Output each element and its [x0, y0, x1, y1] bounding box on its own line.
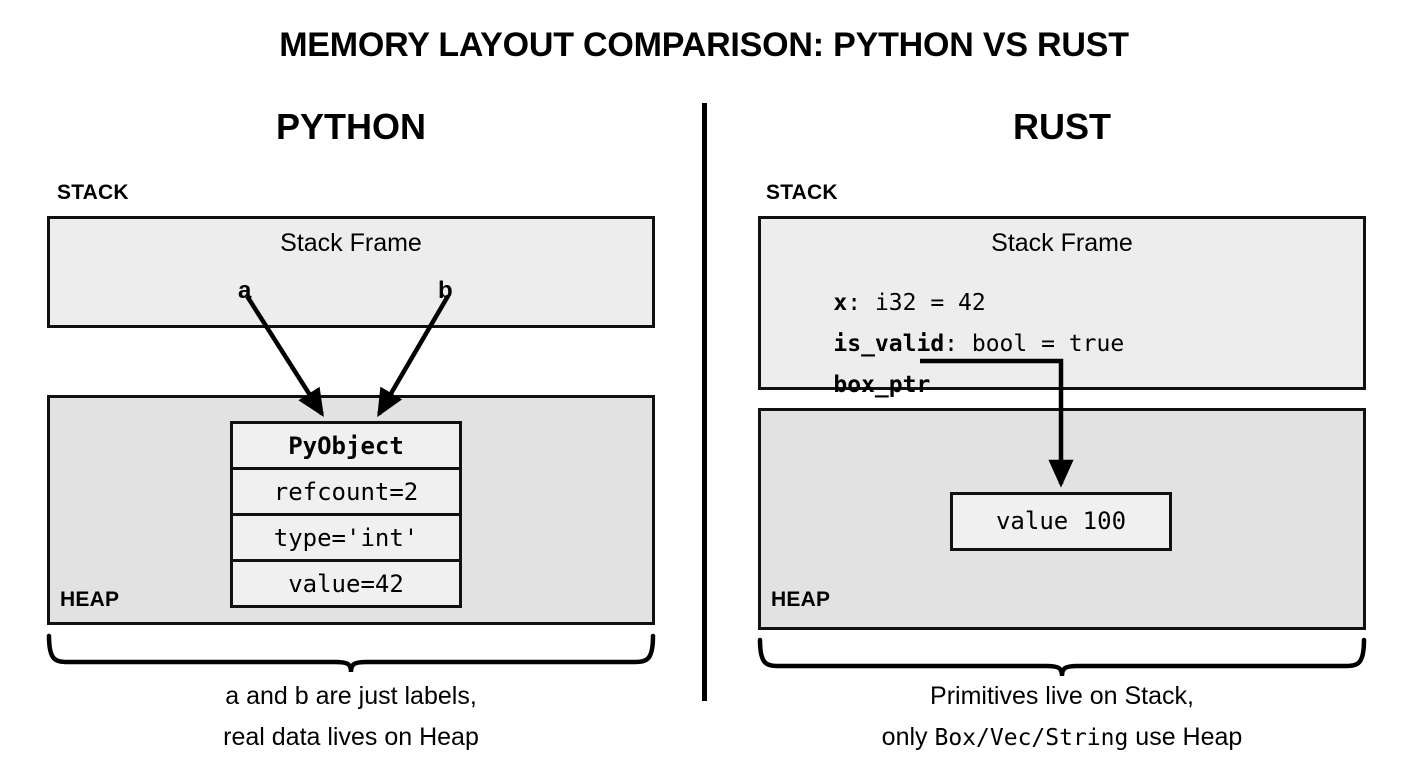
- python-bottom-brace: [46, 633, 656, 673]
- rust-stack-frame-title: Stack Frame: [991, 229, 1133, 257]
- rust-var-rest-x: : i32 = 42: [847, 290, 986, 316]
- rust-heading: RUST: [1013, 106, 1111, 147]
- rust-stack-label: STACK: [766, 181, 838, 204]
- rust-bottom-brace: [757, 637, 1367, 677]
- rust-caption-pre: only: [881, 723, 935, 751]
- rust-caption-line-2: only Box/Vec/String use Heap: [758, 717, 1366, 759]
- python-caption-line-1: a and b are just labels,: [225, 682, 477, 710]
- python-var-a: a: [238, 277, 252, 304]
- rust-heap-value-box: value 100: [950, 492, 1172, 551]
- python-stack-region: Stack Frame: [47, 216, 655, 328]
- rust-var-name-x: x: [833, 290, 848, 316]
- python-heap-label: HEAP: [60, 588, 120, 611]
- rust-var-rest-is-valid: : bool = true: [944, 331, 1125, 357]
- vertical-divider: [702, 103, 707, 701]
- rust-caption-mono: Box/Vec/String: [934, 725, 1129, 751]
- rust-var-name-is-valid: is_valid: [833, 331, 945, 357]
- pyobject-field-type: type='int': [233, 516, 459, 562]
- rust-caption-post: use Heap: [1128, 723, 1243, 751]
- rust-code-line-box-ptr: box_ptr: [778, 346, 930, 424]
- python-heading: PYTHON: [275, 106, 426, 147]
- rust-code-line-x: x: i32 = 42: [778, 264, 986, 342]
- python-caption-line-2: real data lives on Heap: [223, 723, 479, 751]
- pyobject-struct: PyObject refcount=2 type='int' value=42: [230, 421, 462, 608]
- python-stack-label: STACK: [57, 181, 129, 204]
- python-stack-frame-title: Stack Frame: [280, 229, 422, 257]
- pyobject-field-value: value=42: [288, 570, 404, 598]
- page-title: MEMORY LAYOUT COMPARISON: PYTHON VS RUST: [279, 26, 1129, 64]
- rust-caption: Primitives live on Stack, only Box/Vec/S…: [758, 676, 1366, 759]
- python-caption: a and b are just labels, real data lives…: [47, 676, 655, 758]
- pyobject-header: PyObject: [233, 424, 459, 470]
- pyobject-field-refcount: refcount=2: [233, 470, 459, 516]
- rust-caption-line-1: Primitives live on Stack,: [930, 682, 1194, 710]
- rust-heap-label: HEAP: [771, 588, 831, 611]
- rust-var-name-box-ptr: box_ptr: [833, 372, 931, 398]
- python-var-b: b: [438, 277, 453, 304]
- rust-code-line-is-valid: is_valid: bool = true: [778, 305, 1124, 383]
